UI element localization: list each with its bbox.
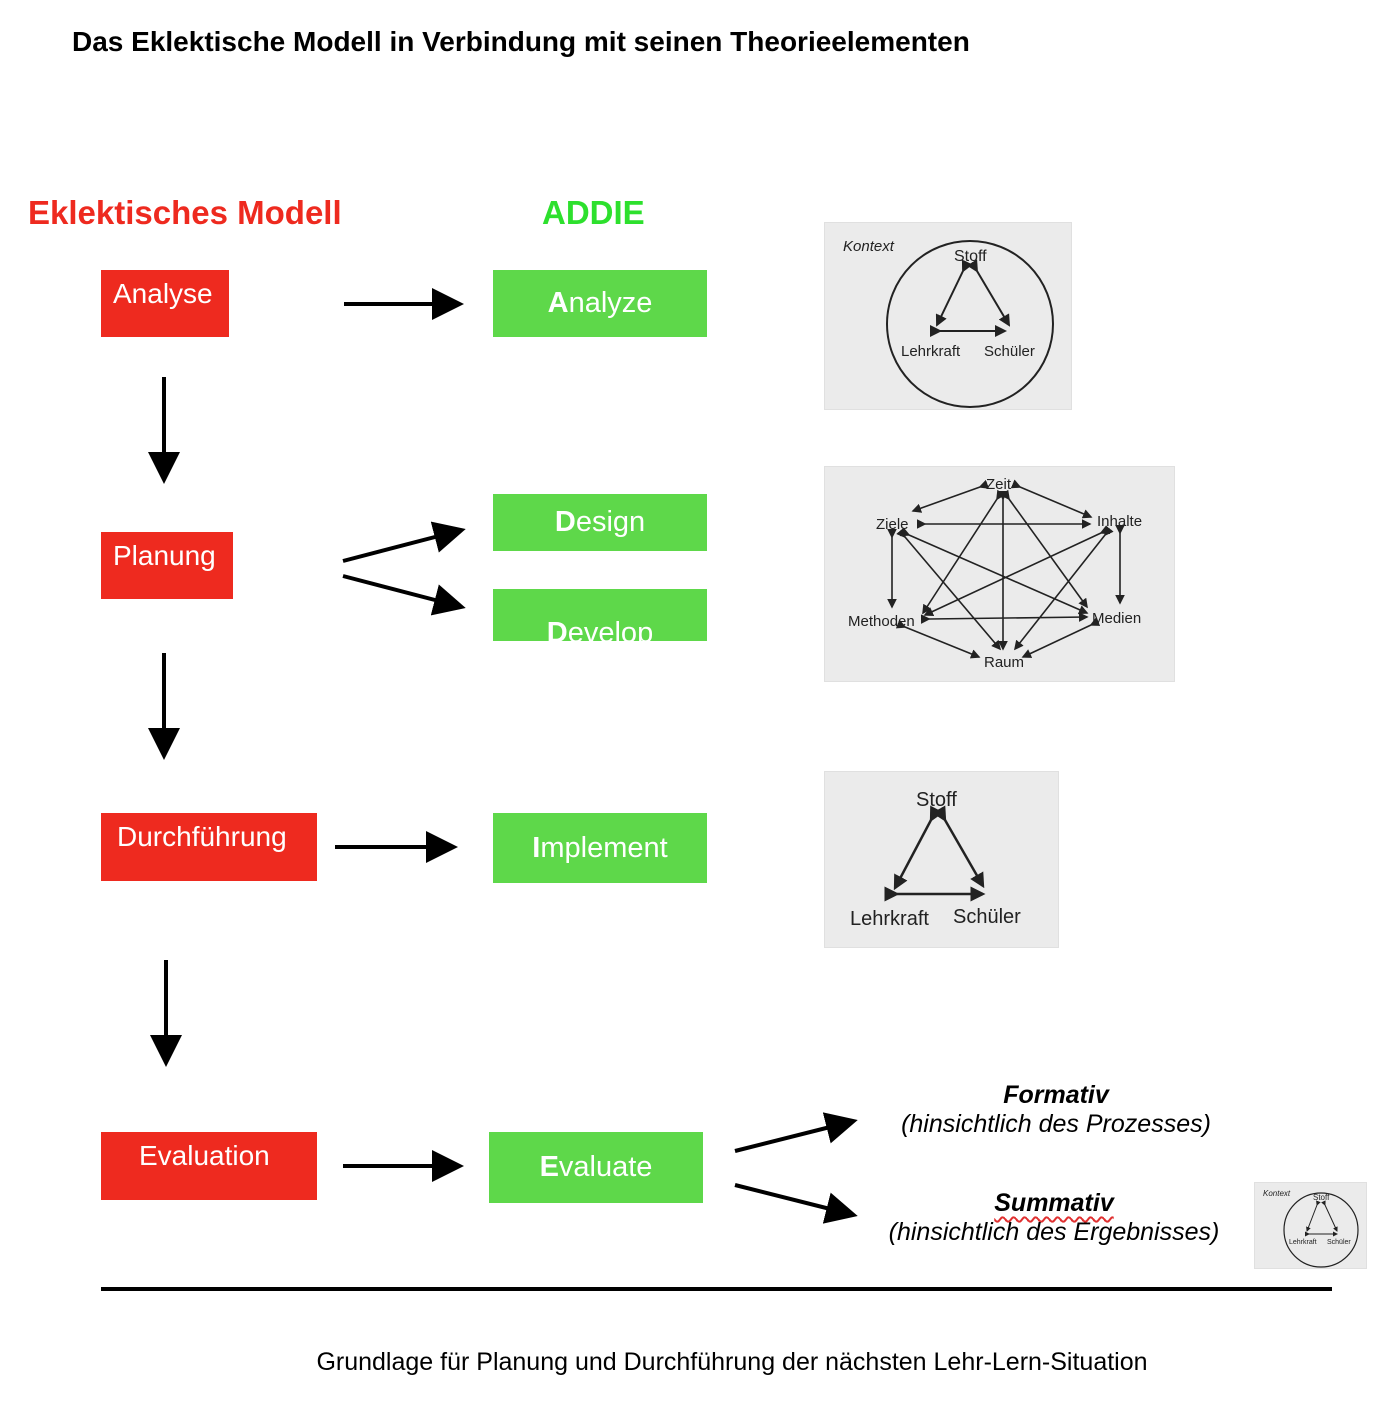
triangle-right-label: Schüler — [984, 343, 1035, 360]
addie-develop-initial: D — [546, 617, 568, 641]
addie-design-initial: D — [554, 506, 576, 538]
eklektisches-modell-heading: Eklektisches Modell — [28, 194, 342, 231]
step-durchfuehrung-label: Durchführung — [117, 821, 287, 852]
step-durchfuehrung: Durchführung — [101, 813, 317, 881]
step-planung-label: Planung — [113, 540, 216, 571]
triangle-plain-right-label: Schüler — [953, 906, 1021, 928]
footer-caption: Grundlage für Planung und Durchführung d… — [316, 1348, 1148, 1376]
step-evaluation: Evaluation — [101, 1132, 317, 1200]
arrow-evaluate-summativ — [734, 1183, 858, 1224]
addie-develop-rest: evelop — [567, 617, 654, 641]
addie-analyze-rest: nalyze — [568, 287, 653, 319]
node-raum: Raum — [984, 654, 1024, 671]
thumb-top-label: Stoff — [1313, 1193, 1330, 1202]
triangle-left-label: Lehrkraft — [901, 343, 961, 360]
addie-develop: Develop — [493, 589, 707, 641]
node-inhalte: Inhalte — [1097, 513, 1142, 530]
step-analyse-label: Analyse — [113, 278, 213, 309]
addie-design-rest: esign — [575, 506, 646, 538]
didactic-triangle-context-thumbnail: Kontext Stoff Lehrkraft Schüler — [1254, 1182, 1367, 1269]
addie-implement-initial: I — [532, 831, 541, 864]
step-planung: Planung — [101, 532, 233, 599]
addie-heading: ADDIE — [542, 194, 645, 231]
formativ-title: Formativ — [1003, 1081, 1109, 1109]
thumb-right-label: Schüler — [1327, 1239, 1351, 1246]
thumb-context-label: Kontext — [1263, 1189, 1291, 1198]
addie-analyze-initial: A — [547, 287, 569, 319]
node-methoden: Methoden — [848, 613, 915, 630]
formativ-subtitle: (hinsichtlich des Prozesses) — [901, 1110, 1211, 1138]
node-zeit: Zeit — [986, 476, 1012, 493]
triangle-plain-left-label: Lehrkraft — [850, 908, 929, 930]
summativ-title: Summativ — [994, 1189, 1114, 1217]
node-medien: Medien — [1092, 610, 1141, 627]
outcome-formativ: Formativ (hinsichtlich des Prozesses) — [856, 1081, 1256, 1139]
page-title: Das Eklektische Modell in Verbindung mit… — [72, 26, 970, 57]
addie-evaluate-rest: valuate — [558, 1151, 653, 1183]
summativ-subtitle: (hinsichtlich des Ergebnisses) — [888, 1218, 1220, 1246]
step-evaluation-label: Evaluation — [139, 1140, 270, 1171]
addie-evaluate-initial: E — [539, 1151, 559, 1183]
triangle-top-label: Stoff — [954, 248, 987, 265]
arrow-evaluate-formativ — [734, 1112, 858, 1153]
triangle-plain-top-label: Stoff — [916, 789, 957, 811]
step-analyse: Analyse — [101, 270, 229, 337]
berliner-modell-hexagon-image: Zeit Ziele Inhalte Methoden Medien Raum — [824, 466, 1175, 682]
didactic-triangle-context-image: Kontext Stoff Lehrkraft Schüler — [824, 222, 1072, 410]
arrow-planung-develop — [342, 574, 466, 616]
node-ziele: Ziele — [876, 516, 909, 533]
context-label: Kontext — [843, 238, 895, 255]
addie-implement-rest: mplement — [540, 831, 668, 864]
didactic-triangle-image: Stoff Lehrkraft Schüler — [824, 771, 1059, 948]
arrow-planung-design — [342, 521, 466, 563]
thumb-left-label: Lehrkraft — [1289, 1239, 1317, 1246]
outcome-summativ: Summativ (hinsichtlich des Ergebnisses) — [838, 1189, 1270, 1247]
